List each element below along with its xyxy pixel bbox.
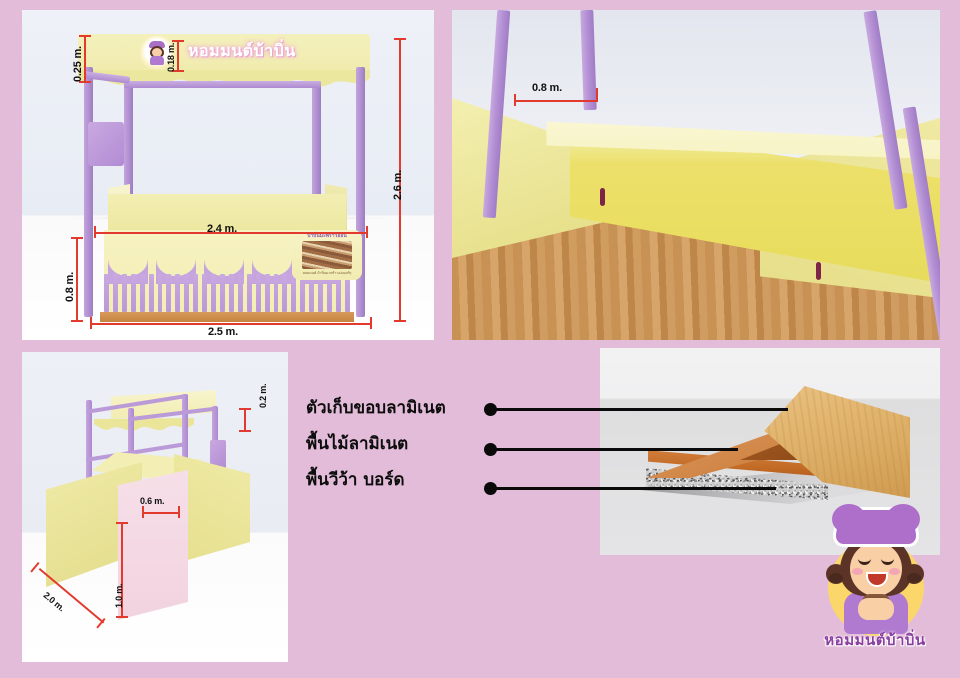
- dim-overall-width-label: 2.5 m.: [208, 326, 238, 338]
- logo-face: [850, 542, 902, 596]
- dim-counter-height-label: 0.8 m.: [64, 272, 76, 302]
- dim-roof-thickness-label: 0.2 m.: [258, 383, 268, 408]
- logo-wordmark: หอมมนต์บ้าบิ่น: [824, 631, 926, 649]
- callout-label-wood-floor: พื้นไม้ลามิเนต: [306, 433, 409, 454]
- dim-counter-depth-label: 0.8 m.: [532, 82, 562, 94]
- canopy-board: หอมมนต์บ้าบิ่น: [78, 34, 370, 71]
- electrical-box: [88, 122, 124, 166]
- base-plinth: [100, 312, 354, 322]
- brand-logo: หอมมนต์บ้าบิ่น: [800, 504, 950, 674]
- panel-interior-view: 0.8 m.: [452, 10, 940, 340]
- dim-counter-width-label: 2.4 m.: [207, 223, 237, 235]
- perspective-roof-drip: [88, 418, 194, 436]
- logo-eye-right: [881, 558, 894, 565]
- p3-counter-front-face: [118, 470, 188, 620]
- slat-fence: [104, 274, 350, 312]
- logo-cheek-left: [852, 568, 863, 575]
- leader-line-viva-board: [492, 487, 776, 490]
- p3-electrical-box: [210, 440, 226, 472]
- callout-row: พื้นไม้ลามิเนต: [306, 428, 408, 458]
- post-left-outer: [84, 67, 93, 317]
- logo-mouth: [866, 572, 888, 587]
- counter-back-wall: [108, 194, 346, 232]
- material-callout-list: ตัวเก็บขอบลามิเนต พื้นไม้ลามิเนต พื้นวีว…: [306, 392, 606, 502]
- panel-perspective-view: 0.2 m. 0.6 m. 1.0 m. 2.0 m.: [22, 352, 288, 662]
- chef-hat-icon: [832, 504, 920, 544]
- post-right-outer: [356, 67, 365, 317]
- panel-front-elevation: หอมมนต์บ้าบิ่น: [22, 10, 434, 340]
- dim-shelf-width-label: 0.6 m.: [140, 496, 165, 506]
- leader-line-edge-trim: [492, 408, 788, 411]
- leader-dot-wood-floor: [484, 443, 497, 456]
- dim-total-height-label: 2.6 m.: [392, 170, 404, 200]
- mini-mascot-icon: [146, 41, 168, 65]
- kiosk-sign-text: หอมมนต์บ้าบิ่น: [188, 43, 296, 60]
- sign-logo-badge: [140, 36, 174, 70]
- logo-braid-left: [826, 564, 846, 584]
- leader-dot-viva-board: [484, 482, 497, 495]
- product-sign-footer: หอมมนต์ บ้าบิ่นมะพร้าวอ่อนแท้ๆ: [302, 271, 352, 275]
- leader-line-wood-floor: [492, 448, 738, 451]
- cabinet-handle-right: [816, 262, 821, 280]
- callout-row: พื้นวีว้า บอร์ด: [306, 464, 405, 494]
- dim-sign-height-label: 0.18 m.: [166, 42, 176, 72]
- product-sign-title: บ้าบิ่นมะพร้าวอ่อน: [307, 233, 347, 239]
- product-photo: [302, 241, 352, 269]
- cabinet-handle-left: [600, 188, 605, 206]
- post-left-inner: [124, 81, 133, 236]
- kiosk-front-model: หอมมนต์บ้าบิ่น: [70, 34, 378, 322]
- beam-top-rail: [124, 81, 321, 88]
- callout-row: ตัวเก็บขอบลามิเนต: [306, 392, 446, 422]
- p3-post-back-left: [86, 400, 92, 512]
- product-sign: บ้าบิ่นมะพร้าวอ่อน หอมมนต์ บ้าบิ่นมะพร้า…: [292, 230, 362, 280]
- logo-hands: [858, 598, 894, 620]
- post-right-inner: [312, 81, 321, 236]
- leader-dot-edge-trim: [484, 403, 497, 416]
- logo-braid-right: [904, 564, 924, 584]
- logo-cheek-right: [889, 568, 900, 575]
- dim-canopy-height-label: 0.25 m.: [72, 46, 84, 82]
- dim-counter-height2-label: 1.0 m.: [114, 583, 124, 608]
- callout-label-edge-trim: ตัวเก็บขอบลามิเนต: [306, 397, 446, 418]
- logo-eye-left: [858, 558, 871, 565]
- callout-label-viva-board: พื้นวีว้า บอร์ด: [306, 469, 405, 490]
